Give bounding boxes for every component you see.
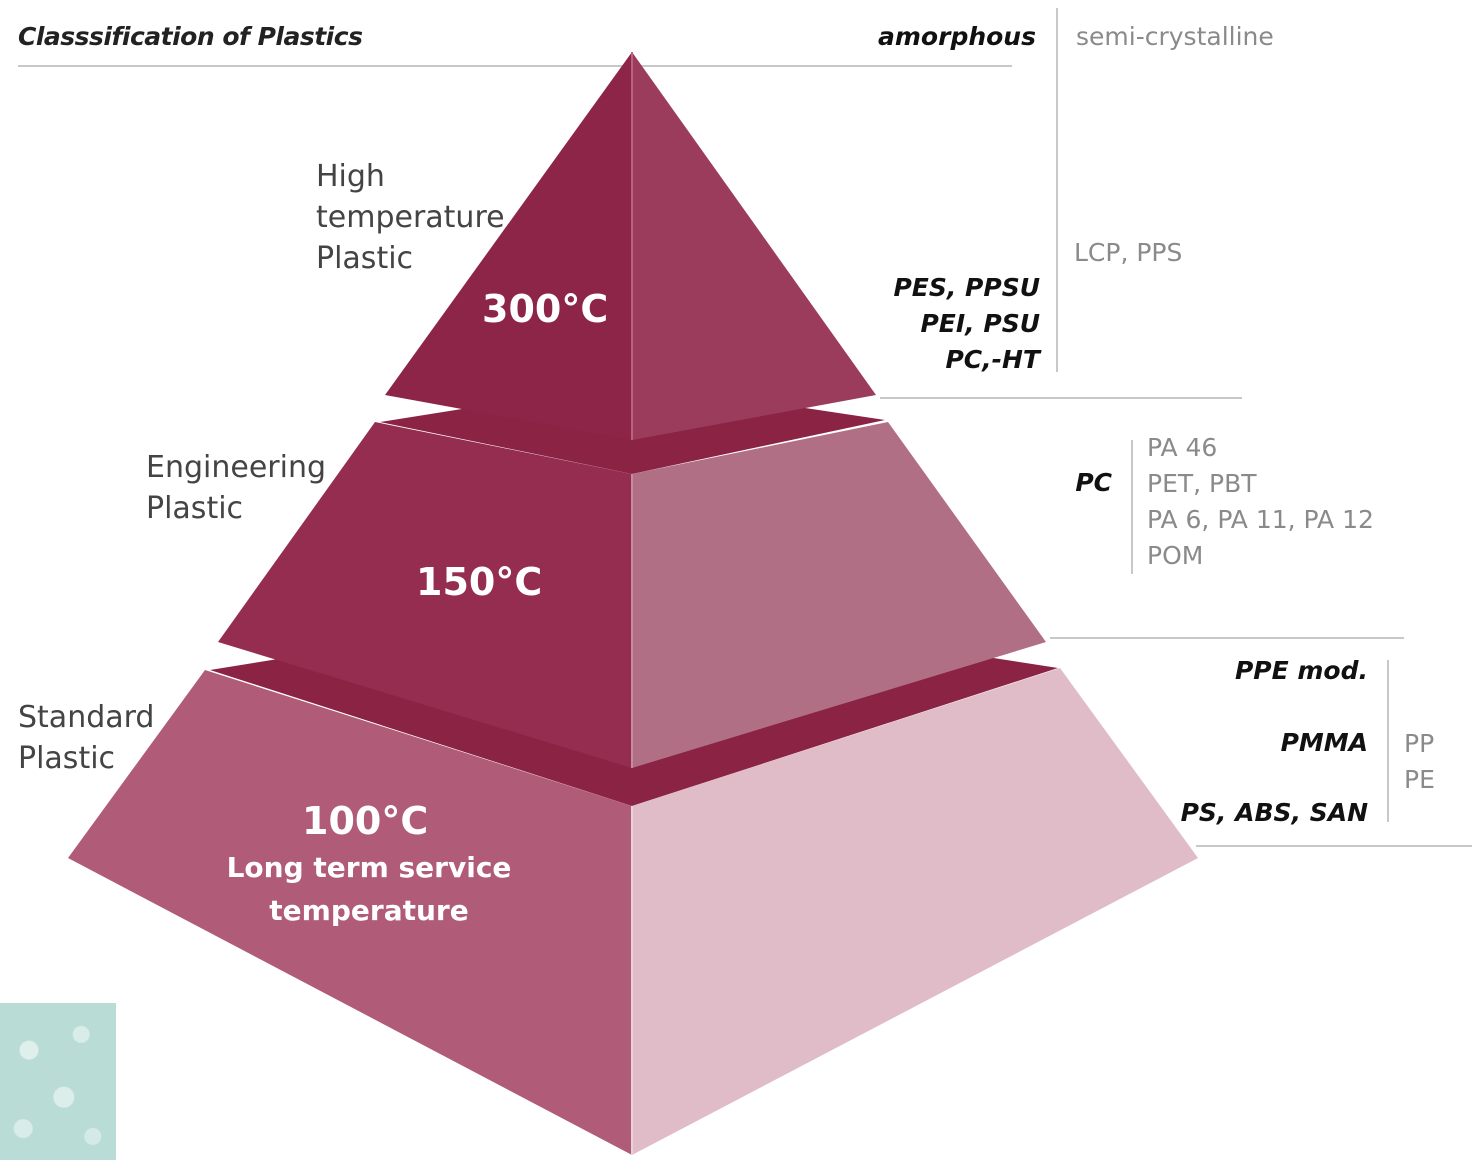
engineering-tier-semi-crystalline-list: PA 46 PET, PBT PA 6, PA 11, PA 12 POM xyxy=(1147,430,1374,574)
service-temperature-caption: Long term service temperature xyxy=(226,851,512,927)
list-item: PA 46 xyxy=(1147,433,1218,462)
high-tier-amorphous-list: PES, PPSU PEI, PSU PC,-HT xyxy=(893,270,1040,378)
high-tier-semi-crystalline-list: LCP, PPS xyxy=(1074,240,1182,265)
list-item: PC xyxy=(1075,468,1112,497)
list-item: PA 6, PA 11, PA 12 xyxy=(1147,505,1374,534)
list-item: PEI, PSU xyxy=(920,309,1040,338)
high-tier-temperature: 300°C xyxy=(482,287,609,331)
standard-amorphous-item: PMMA xyxy=(1280,728,1368,757)
high-tier-right-face xyxy=(632,52,876,440)
diagram-title: Classsification of Plastics xyxy=(18,22,363,51)
engineering-tier-right-face xyxy=(632,422,1046,768)
engineering-tier-label: Engineering Plastic xyxy=(146,450,326,526)
engineering-tier-amorphous-list: PC xyxy=(1075,470,1112,495)
list-item: PP xyxy=(1404,729,1435,758)
standard-amorphous-item: PPE mod. xyxy=(1234,656,1368,685)
high-tier-left-face xyxy=(385,52,632,440)
engineering-tier-left-face xyxy=(218,422,632,768)
standard-tier-temperature: 100°C xyxy=(302,799,429,843)
list-item: PET, PBT xyxy=(1147,469,1257,498)
standard-tier-right-face xyxy=(632,668,1198,1155)
standard-tier-semi-crystalline-list: PP PE xyxy=(1404,726,1435,798)
list-item: PES, PPSU xyxy=(893,273,1040,302)
standard-tier-label: Standard Plastic xyxy=(18,700,155,776)
plastic-texture-thumbnail xyxy=(0,1003,116,1160)
list-item: POM xyxy=(1147,541,1204,570)
standard-tier-left-face xyxy=(68,670,632,1155)
list-item: PE xyxy=(1404,765,1435,794)
high-tier-label: High temperature Plastic xyxy=(316,159,505,276)
amorphous-column-header: amorphous xyxy=(878,22,1036,51)
list-item: PC,-HT xyxy=(945,345,1040,374)
standard-amorphous-item: PS, ABS, SAN xyxy=(1180,798,1368,827)
list-item: LCP, PPS xyxy=(1074,238,1183,267)
engineering-tier-temperature: 150°C xyxy=(416,560,543,604)
semi-crystalline-column-header: semi-crystalline xyxy=(1076,22,1274,51)
